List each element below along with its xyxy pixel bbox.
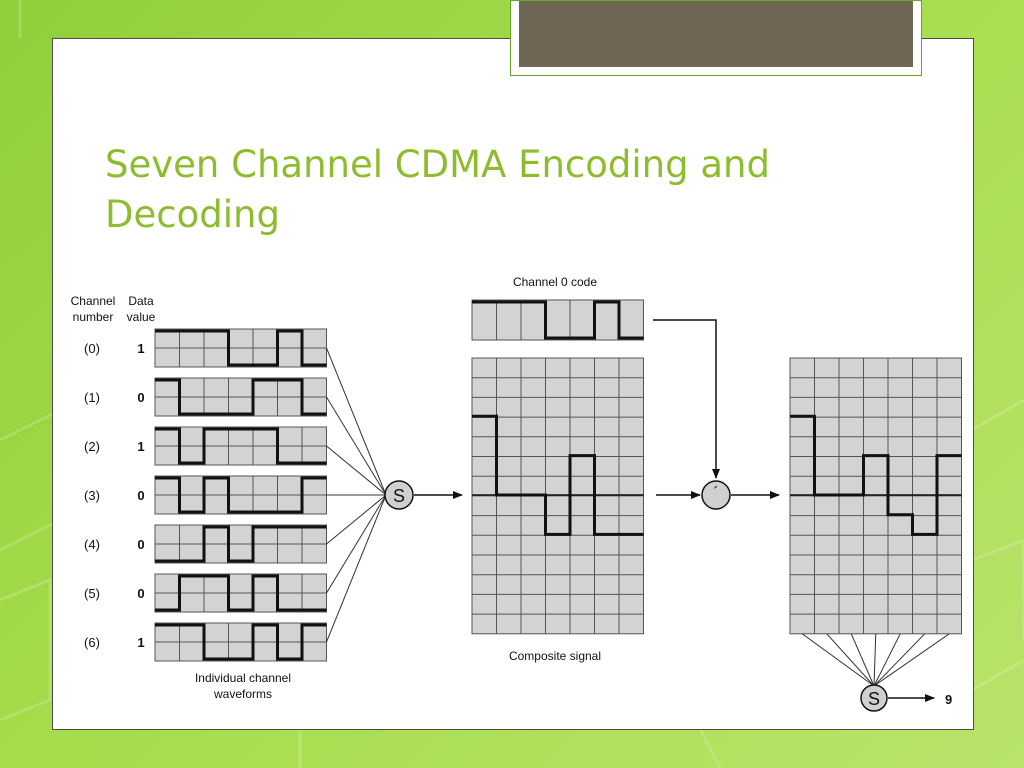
channel-waveform <box>155 378 327 416</box>
multiplier-circle <box>701 480 731 510</box>
channel-waveform <box>155 476 327 514</box>
code-background <box>471 299 644 341</box>
product-signal-grid <box>789 357 962 635</box>
fan-out-line <box>873 633 901 687</box>
channel-row-4: (4) 0 <box>84 524 327 564</box>
channel-number: (6) <box>84 635 100 650</box>
channel-data-value: 0 <box>137 586 144 601</box>
channel-data-value: 1 <box>137 439 144 454</box>
fan-in-line <box>326 494 387 594</box>
channel-number-header-line1: Channel <box>71 294 116 308</box>
output-summation-node: S <box>860 684 888 712</box>
slide-title-line1: Seven Channel CDMA Encoding and <box>105 143 770 186</box>
fan-out-line <box>873 633 877 687</box>
channel-row-1: (1) 0 <box>84 377 327 417</box>
multiplier-symbol: ´ <box>713 485 718 502</box>
channel0-code-strip <box>471 299 644 341</box>
channel-number: (3) <box>84 488 100 503</box>
output-summation-circle <box>860 684 888 712</box>
fan-out-line <box>873 633 950 687</box>
fan-in-line <box>326 396 387 496</box>
channel-number-header-line2: number <box>73 310 114 324</box>
fan-out-line <box>826 633 875 687</box>
channel-row-2: (2) 1 <box>84 426 327 466</box>
channel-data-value: 0 <box>137 390 144 405</box>
channel-row-3: (3) 0 <box>84 475 327 515</box>
fan-out-lines <box>801 633 950 687</box>
channel-number: (2) <box>84 439 100 454</box>
composite-signal-label: Composite signal <box>509 649 601 663</box>
data-value-header-line1: Data <box>128 294 154 308</box>
output-summation-symbol: S <box>868 689 880 709</box>
fan-out-line <box>801 633 875 687</box>
channel-row-5: (5) 0 <box>84 573 327 613</box>
fan-in-line <box>326 494 387 643</box>
channel-waveform <box>155 427 327 465</box>
channel-waveform <box>155 623 327 661</box>
waveforms-caption-line1: Individual channel <box>195 671 291 685</box>
summation-circle <box>384 480 414 510</box>
fan-in-lines <box>326 347 387 643</box>
fan-in-line <box>326 494 387 545</box>
channel-waveform <box>155 525 327 563</box>
code-waveform <box>472 300 644 340</box>
channel-waveform <box>155 329 327 367</box>
fan-out-line <box>850 633 875 687</box>
channels-group: (0) 1 (1) 0 (2) 1 (3) 0 (4) 0 (5) 0 (6) 1 <box>84 328 327 662</box>
channel-number: (4) <box>84 537 100 552</box>
channel-number: (5) <box>84 586 100 601</box>
channel-data-value: 0 <box>137 537 144 552</box>
channel-number: (1) <box>84 390 100 405</box>
multiplier-node: ´ <box>701 480 731 510</box>
channel-row-0: (0) 1 <box>84 328 327 368</box>
product-waveform <box>790 414 962 536</box>
slide-title: Seven Channel CDMA Encoding and Decoding <box>105 140 865 240</box>
channel-data-value: 1 <box>137 635 144 650</box>
channel0-code-label: Channel 0 code <box>513 275 597 289</box>
fan-in-line <box>326 347 387 496</box>
channel-row-6: (6) 1 <box>84 622 327 662</box>
waveforms-caption-line2: waveforms <box>213 687 272 701</box>
composite-waveform <box>472 414 644 536</box>
fan-out-line <box>873 633 926 687</box>
title-decoration-tab <box>510 0 922 76</box>
summation-symbol: S <box>393 486 405 506</box>
title-decoration-bar <box>519 1 913 67</box>
channel-number: (0) <box>84 341 100 356</box>
channel-waveform <box>155 574 327 612</box>
summation-node: S <box>384 480 414 510</box>
fan-in-line <box>326 445 387 496</box>
output-value: 9 <box>945 692 952 707</box>
composite-signal-grid <box>471 357 644 635</box>
slide-title-line2: Decoding <box>105 193 280 236</box>
data-value-header-line2: value <box>127 310 156 324</box>
channel-data-value: 1 <box>137 341 144 356</box>
channel-data-value: 0 <box>137 488 144 503</box>
arrow-code-to-multiplier <box>653 319 720 479</box>
